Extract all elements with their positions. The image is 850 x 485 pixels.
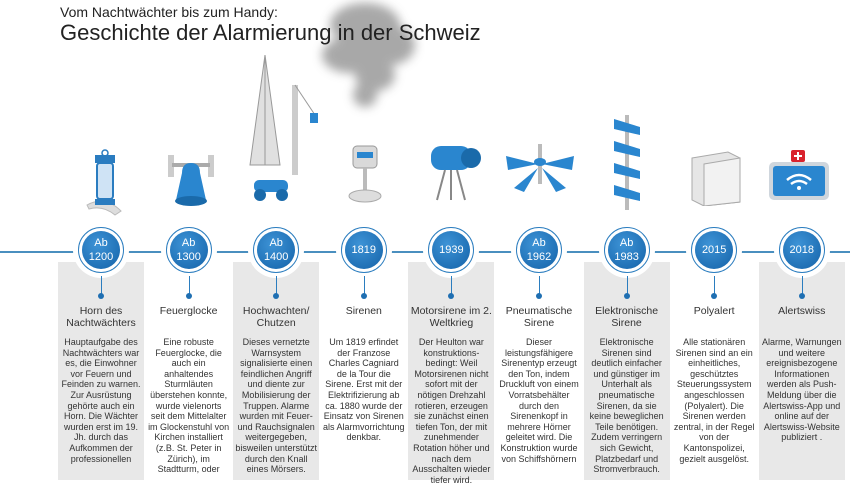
event-title: Motorsirene im 2. Weltkrieg <box>410 305 492 329</box>
event-title: Hochwachten/ Chutzen <box>242 305 310 329</box>
date-year: 1200 <box>88 251 114 263</box>
connector-line <box>101 276 102 295</box>
connector-line <box>363 276 365 295</box>
date-year: 1819 <box>351 244 377 256</box>
connector-dot <box>273 293 280 299</box>
date-badge: 1939 <box>425 224 478 276</box>
date-year: 2015 <box>701 244 727 256</box>
event-description: Um 1819 erfindet der Franzose Charles Ca… <box>323 337 405 443</box>
event-title: Polyalert <box>693 305 735 317</box>
siren-icon <box>348 145 382 203</box>
date-badge: Ab 1300 <box>162 224 215 276</box>
connector-line <box>539 276 540 295</box>
event-description: Eine robuste Feuerglocke, die auch ein a… <box>148 337 230 475</box>
date-badge: 2015 <box>688 224 741 276</box>
connector-line <box>801 276 803 295</box>
date-prefix: Ab <box>269 237 283 249</box>
event-title: Alertswiss <box>778 305 826 317</box>
date-year: 1983 <box>614 251 639 263</box>
date-badge: Ab 1962 <box>513 224 565 276</box>
date-badge: Ab 1200 <box>75 224 127 276</box>
event-title: Pneumatische Sirene <box>505 305 573 329</box>
event-title: Horn des Nachtwächters <box>66 305 136 329</box>
connector-line <box>451 276 453 295</box>
connector-dot <box>623 293 630 299</box>
subtitle: Vom Nachtwächter bis zum Handy: <box>60 4 278 20</box>
date-year: 1962 <box>526 251 552 263</box>
event-description: Der Heulton war konstruktions-bedingt: W… <box>412 337 491 485</box>
beacon-tower-icon <box>249 55 318 201</box>
date-badge: Ab 1983 <box>600 224 653 276</box>
event-title: Elektronische Sirene <box>595 305 659 329</box>
connector-line <box>626 276 628 295</box>
connector-dot <box>711 293 718 299</box>
date-badge: 1819 <box>337 224 390 276</box>
connector-line <box>276 276 278 295</box>
date-prefix: Ab <box>94 237 108 249</box>
motor-siren-icon <box>431 146 481 201</box>
connector-dot <box>448 293 455 299</box>
horn-lantern-icon <box>86 149 122 216</box>
connector-dot <box>98 293 104 299</box>
event-title: Feuerglocke <box>159 305 218 317</box>
date-year: 1300 <box>176 251 201 263</box>
event-description: Alarme, Warnungen und weitere ereignisbe… <box>761 337 842 443</box>
event-title: Sirenen <box>345 305 382 317</box>
smartphone-app-icon <box>769 150 829 200</box>
date-badge: Ab 1400 <box>250 224 303 276</box>
page-title: Geschichte der Alarmierung in der Schwei… <box>60 20 481 45</box>
pneumatic-siren-icon <box>506 144 574 192</box>
smoke-illustration <box>322 3 415 107</box>
connector-dot <box>360 293 367 299</box>
event-description: Dieses vernetzte Warnsystem signalisiert… <box>235 337 317 475</box>
connector-dot <box>185 293 192 299</box>
connector-line <box>188 276 190 295</box>
date-year: 2018 <box>789 244 815 256</box>
date-badge: 2018 <box>775 224 828 276</box>
connector-dot <box>798 293 805 299</box>
date-year: 1939 <box>439 244 464 256</box>
event-description: Elektronische Sirenen sind deutlich einf… <box>589 337 664 475</box>
date-prefix: Ab <box>619 237 634 249</box>
event-description: Dieser leistungsfähigere Sirenentyp erze… <box>499 337 579 464</box>
fire-bell-icon <box>168 155 214 206</box>
event-description: Alle stationären Sirenen sind an ein ein… <box>673 337 755 464</box>
connector-line <box>714 276 716 295</box>
event-description: Hauptaufgabe des Nachtwächters war es, d… <box>61 337 141 464</box>
date-year: 1400 <box>263 251 289 263</box>
date-prefix: Ab <box>532 237 546 249</box>
connector-dot <box>536 293 542 299</box>
electronic-siren-icon <box>614 115 640 210</box>
timeline-axis <box>0 251 850 253</box>
control-cabinet-icon <box>691 151 741 206</box>
date-prefix: Ab <box>181 237 196 249</box>
